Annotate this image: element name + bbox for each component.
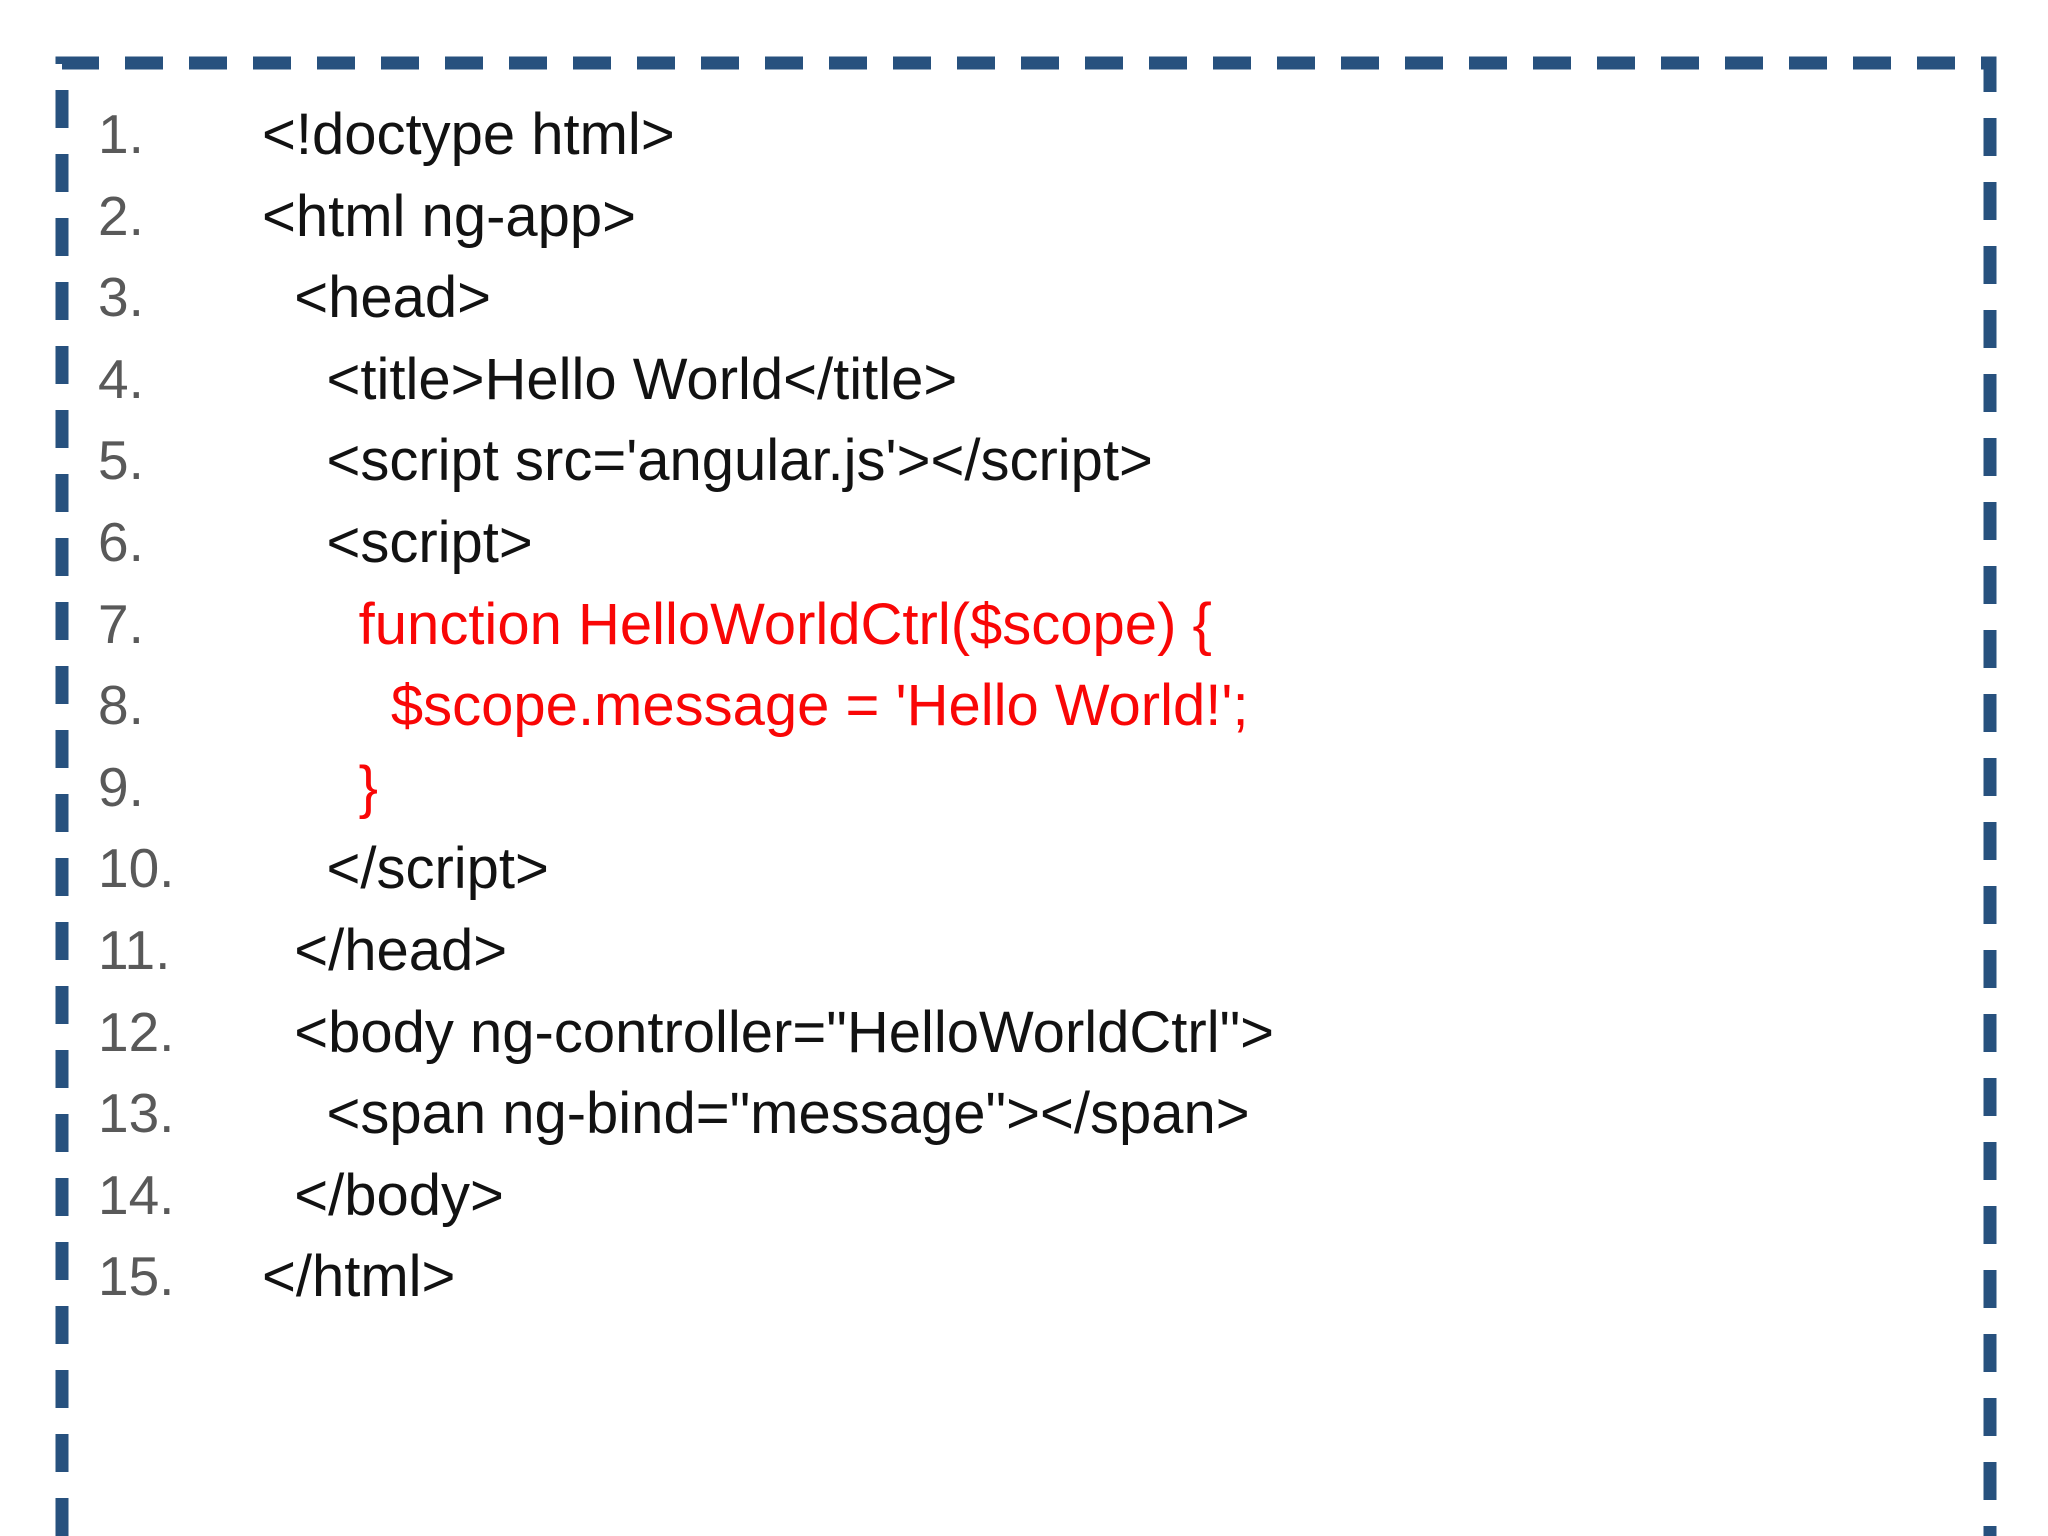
code-text: <script src='angular.js'></script>: [262, 428, 1153, 494]
code-text: <title>Hello World</title>: [262, 346, 958, 412]
line-number: 13.: [98, 1082, 175, 1145]
code-line: 10. </script>: [0, 828, 1274, 910]
code-text: <html ng-app>: [262, 183, 637, 249]
code-line: 11. </head>: [0, 910, 1274, 992]
code-text: $scope.message = 'Hello World!';: [262, 673, 1249, 739]
line-number: 6.: [98, 510, 144, 573]
code-line: 9. }: [0, 747, 1274, 829]
code-line: 7. function HelloWorldCtrl($scope) {: [0, 584, 1274, 666]
code-text: </body>: [262, 1162, 504, 1228]
code-line: 12. <body ng-controller="HelloWorldCtrl"…: [0, 992, 1274, 1074]
code-line: 4. <title>Hello World</title>: [0, 339, 1274, 421]
line-number: 7.: [98, 592, 144, 655]
line-number: 15.: [98, 1245, 175, 1308]
code-text: <script>: [262, 509, 533, 575]
code-text: </html>: [262, 1244, 456, 1310]
code-text: function HelloWorldCtrl($scope) {: [262, 591, 1212, 657]
line-number: 8.: [98, 674, 144, 737]
line-number: 4.: [98, 347, 144, 410]
code-line: 6. <script>: [0, 502, 1274, 584]
line-number: 3.: [98, 266, 144, 329]
code-line: 8. $scope.message = 'Hello World!';: [0, 665, 1274, 747]
code-text: </head>: [262, 917, 508, 983]
line-number: 10.: [98, 837, 175, 900]
line-number: 1.: [98, 103, 144, 165]
code-line: 13. <span ng-bind="message"></span>: [0, 1073, 1274, 1155]
code-line: 14. </body>: [0, 1155, 1274, 1237]
code-text: <head>: [262, 265, 491, 331]
code-line: 2. <html ng-app>: [0, 176, 1274, 258]
line-number: 9.: [98, 755, 144, 818]
code-text: <body ng-controller="HelloWorldCtrl">: [262, 999, 1275, 1065]
code-text: </script>: [262, 836, 549, 902]
code-line: 1. <!doctype html>: [0, 94, 1274, 176]
line-number: 14.: [98, 1163, 175, 1226]
line-number: 2.: [98, 184, 144, 247]
code-text: <!doctype html>: [262, 102, 675, 167]
code-line: 5. <script src='angular.js'></script>: [0, 420, 1274, 502]
line-number: 11.: [98, 918, 171, 981]
code-line: 3. <head>: [0, 257, 1274, 339]
code-text: <span ng-bind="message"></span>: [262, 1081, 1250, 1147]
code-listing: 1. <!doctype html> 2. <html ng-app> 3. <head…: [0, 94, 1274, 1318]
line-number: 5.: [98, 429, 144, 492]
code-line: 15. </html>: [0, 1236, 1274, 1318]
code-text: }: [262, 754, 379, 820]
line-number: 12.: [98, 1000, 175, 1063]
